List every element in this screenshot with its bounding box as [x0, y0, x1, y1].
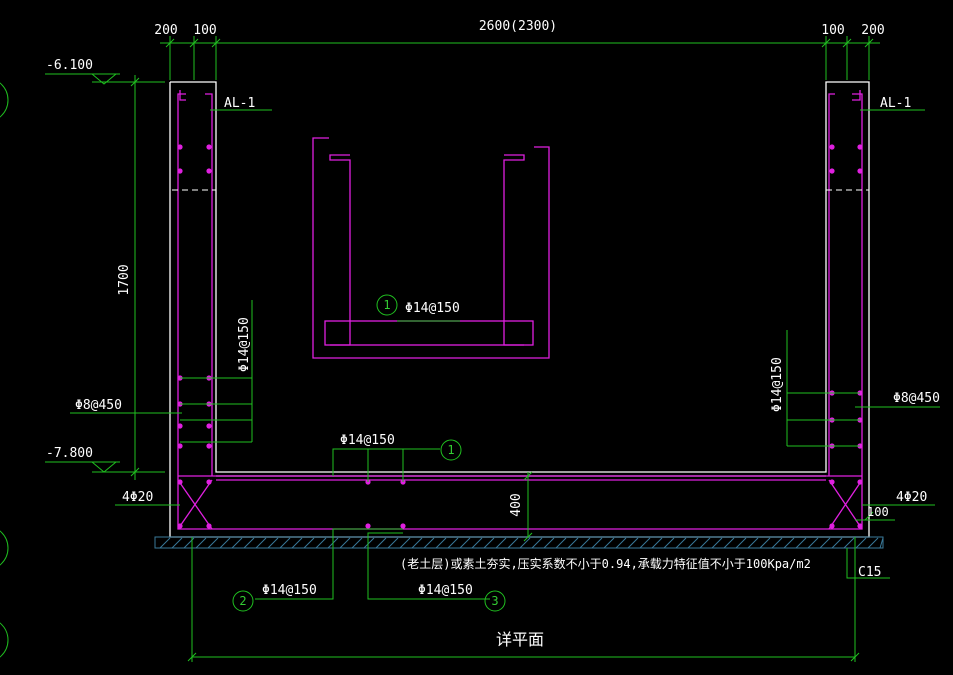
axis-bubbles-left	[0, 82, 9, 658]
soil-note: (老土层)或素土夯实,压实系数不小于0.94,承载力特征值不小于100Kpa/m…	[400, 556, 811, 571]
stirrup-left: Φ8@450	[75, 398, 122, 413]
rebar-lines	[177, 90, 863, 530]
elevation-bottom: -7.800	[46, 446, 93, 461]
dim-left-height: 1700	[117, 264, 132, 295]
rebar-dots	[177, 144, 863, 529]
dim-top-left-200: 200	[154, 23, 177, 38]
dimension-texts: 200 100 2600(2300) 100 200 1700 400 100	[117, 19, 889, 519]
slab-bottom-rebar-2: Φ14@150	[262, 583, 317, 598]
wall-rebar-right: Φ14@150	[770, 357, 785, 412]
dim-top-right-100: 100	[821, 23, 844, 38]
beam-label-left: AL-1	[224, 96, 255, 111]
svg-text:1: 1	[383, 298, 390, 312]
section-title: 详平面	[496, 630, 544, 649]
slab-bottom-rebar-3: Φ14@150	[418, 583, 473, 598]
dim-top-left-100: 100	[193, 23, 216, 38]
slab-top-rebar: Φ14@150	[340, 433, 395, 448]
dim-top-span: 2600(2300)	[479, 19, 557, 34]
wall-rebar-left: Φ14@150	[237, 317, 252, 372]
marker-1-slab: 1	[440, 439, 462, 461]
elevation-texts: -6.100 -7.800	[46, 58, 93, 461]
cushion-label: C15	[858, 565, 881, 580]
elevation-top: -6.100	[46, 58, 93, 73]
corner-rebar-right: 4Φ20	[896, 490, 927, 505]
cushion-layer	[154, 536, 884, 549]
svg-text:2: 2	[239, 594, 246, 608]
leader-lines	[70, 109, 940, 600]
detail-rebar-label: Φ14@150	[405, 301, 460, 316]
corner-rebar-left: 4Φ20	[122, 490, 153, 505]
marker-1-detail: 1	[376, 294, 398, 316]
dim-top-right-200: 200	[861, 23, 884, 38]
marker-3: 3	[484, 590, 506, 612]
rebar-detail-u	[312, 137, 550, 359]
svg-text:3: 3	[491, 594, 498, 608]
dim-slab-thickness: 400	[509, 493, 524, 516]
dimension-lines	[45, 36, 895, 662]
svg-text:1: 1	[447, 443, 454, 457]
stirrup-right: Φ8@450	[893, 391, 940, 406]
annotation-texts: AL-1 AL-1 Φ14@150 Φ14@150 Φ8@450 Φ8@450 …	[75, 96, 940, 649]
marker-2: 2	[232, 590, 254, 612]
beam-label-right: AL-1	[880, 96, 911, 111]
concrete-outline	[169, 81, 870, 538]
dim-cushion-overhang: 100	[867, 505, 889, 519]
